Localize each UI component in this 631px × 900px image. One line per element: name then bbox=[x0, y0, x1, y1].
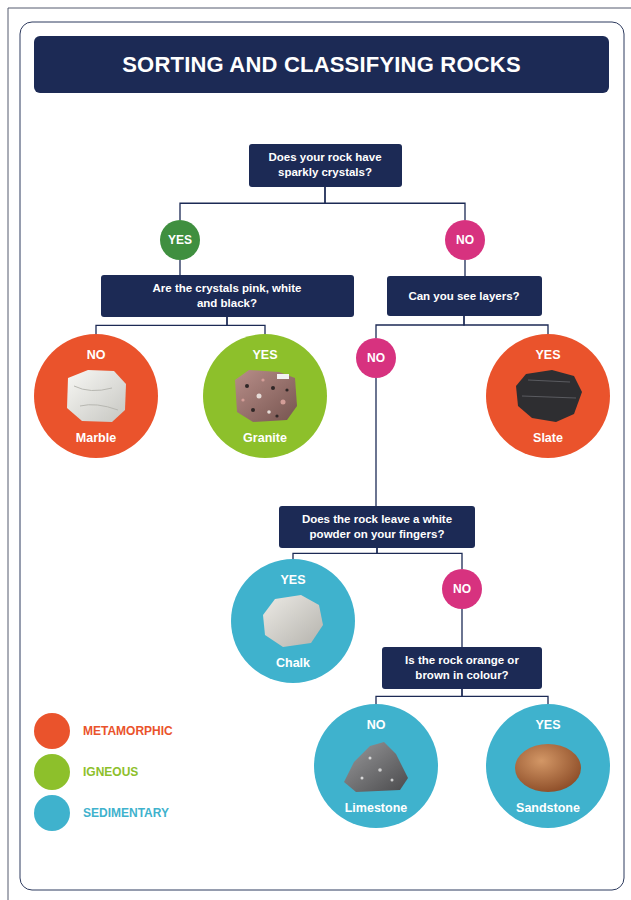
rock-name: Chalk bbox=[276, 656, 310, 670]
slate-picture bbox=[512, 366, 584, 426]
question-box: Is the rock orange or brown in colour? bbox=[382, 647, 542, 689]
circle-fill bbox=[160, 220, 200, 260]
rock-speckles bbox=[241, 378, 288, 417]
answer-circle: NO bbox=[442, 569, 482, 609]
connector-line bbox=[375, 378, 376, 506]
answer-text: YES bbox=[535, 718, 560, 732]
answer-text: NO bbox=[367, 718, 386, 732]
title-bar: SORTING AND CLASSIFYING ROCKS bbox=[34, 36, 609, 93]
legend-swatch bbox=[34, 713, 70, 749]
connector-line bbox=[376, 316, 464, 338]
legend-swatch bbox=[34, 795, 70, 831]
circle-fill bbox=[486, 334, 610, 458]
answer-text: YES bbox=[535, 348, 560, 362]
rock-circle: NO Marble bbox=[34, 334, 158, 458]
rock-circle: YES Sandstone bbox=[486, 704, 610, 828]
question-text: Does the rock leave a white powder on yo… bbox=[287, 512, 467, 542]
answer-text: YES bbox=[168, 233, 192, 247]
question-box: Does the rock leave a white powder on yo… bbox=[279, 506, 475, 548]
circle-fill bbox=[314, 704, 438, 828]
rock-body bbox=[344, 742, 408, 792]
rock-body bbox=[516, 370, 582, 422]
question-text: Can you see layers? bbox=[408, 289, 519, 304]
legend-text: IGNEOUS bbox=[83, 765, 138, 779]
answer-circle: YES bbox=[160, 220, 200, 260]
answer-text: NO bbox=[456, 233, 474, 247]
rock-body bbox=[515, 744, 581, 792]
circle-fill bbox=[486, 704, 610, 828]
circle-fill bbox=[356, 338, 396, 378]
page-edge bbox=[8, 8, 631, 900]
connector-line bbox=[462, 689, 548, 704]
rock-name: Marble bbox=[76, 431, 116, 445]
answer-circle: NO bbox=[356, 338, 396, 378]
connector-line bbox=[325, 187, 465, 221]
legend-text: METAMORPHIC bbox=[83, 724, 173, 738]
answer-text: NO bbox=[453, 582, 471, 596]
legend-item: SEDIMENTARY bbox=[34, 795, 169, 831]
question-text: Is the rock orange or brown in colour? bbox=[390, 653, 534, 683]
answer-text: YES bbox=[252, 348, 277, 362]
connector-line bbox=[227, 317, 265, 334]
connector-line bbox=[377, 548, 462, 569]
connector-line bbox=[179, 260, 180, 275]
answer-text: NO bbox=[87, 348, 106, 362]
connector-line bbox=[464, 260, 465, 276]
title-text: SORTING AND CLASSIFYING ROCKS bbox=[122, 52, 521, 78]
answer-text: YES bbox=[280, 573, 305, 587]
rock-sticker bbox=[277, 374, 289, 379]
rock-speckles bbox=[361, 757, 394, 782]
rock-layer bbox=[522, 380, 576, 398]
chalk-picture bbox=[257, 591, 329, 651]
answer-circle: NO bbox=[445, 220, 485, 260]
rock-name: Sandstone bbox=[516, 801, 580, 815]
circle-fill bbox=[445, 220, 485, 260]
circle-fill bbox=[442, 569, 482, 609]
circle-fill bbox=[231, 559, 355, 683]
rock-circle: YES Slate bbox=[486, 334, 610, 458]
granite-picture bbox=[229, 366, 301, 426]
rock-name: Granite bbox=[243, 431, 287, 445]
answer-text: NO bbox=[367, 351, 385, 365]
legend-text: SEDIMENTARY bbox=[83, 806, 169, 820]
connector-line bbox=[464, 316, 548, 334]
question-box: Does your rock have sparkly crystals? bbox=[249, 144, 402, 187]
legend-item: METAMORPHIC bbox=[34, 713, 173, 749]
rock-body bbox=[235, 370, 297, 422]
connector-line bbox=[293, 548, 377, 559]
question-text: Are the crystals pink, white and black? bbox=[142, 281, 312, 311]
rock-circle: YES Chalk bbox=[231, 559, 355, 683]
limestone-picture bbox=[340, 736, 412, 796]
rock-circle: NO Limestone bbox=[314, 704, 438, 828]
question-text: Does your rock have sparkly crystals? bbox=[257, 150, 394, 180]
rock-body bbox=[263, 595, 323, 647]
rock-name: Slate bbox=[533, 431, 563, 445]
circle-fill bbox=[34, 334, 158, 458]
rock-vein bbox=[74, 386, 118, 410]
rock-name: Limestone bbox=[345, 801, 408, 815]
rock-body bbox=[67, 370, 126, 422]
sandstone-picture bbox=[512, 736, 584, 796]
marble-picture bbox=[60, 366, 132, 426]
rock-circle: YES Granite bbox=[203, 334, 327, 458]
connector-line bbox=[461, 609, 462, 647]
connector-line bbox=[376, 689, 462, 704]
question-box: Are the crystals pink, white and black? bbox=[101, 275, 354, 317]
legend-swatch bbox=[34, 754, 70, 790]
circle-fill bbox=[203, 334, 327, 458]
frame-border bbox=[20, 22, 624, 890]
connector-line bbox=[180, 187, 325, 221]
connector-line bbox=[96, 317, 227, 334]
question-box: Can you see layers? bbox=[387, 276, 542, 316]
legend-item: IGNEOUS bbox=[34, 754, 138, 790]
